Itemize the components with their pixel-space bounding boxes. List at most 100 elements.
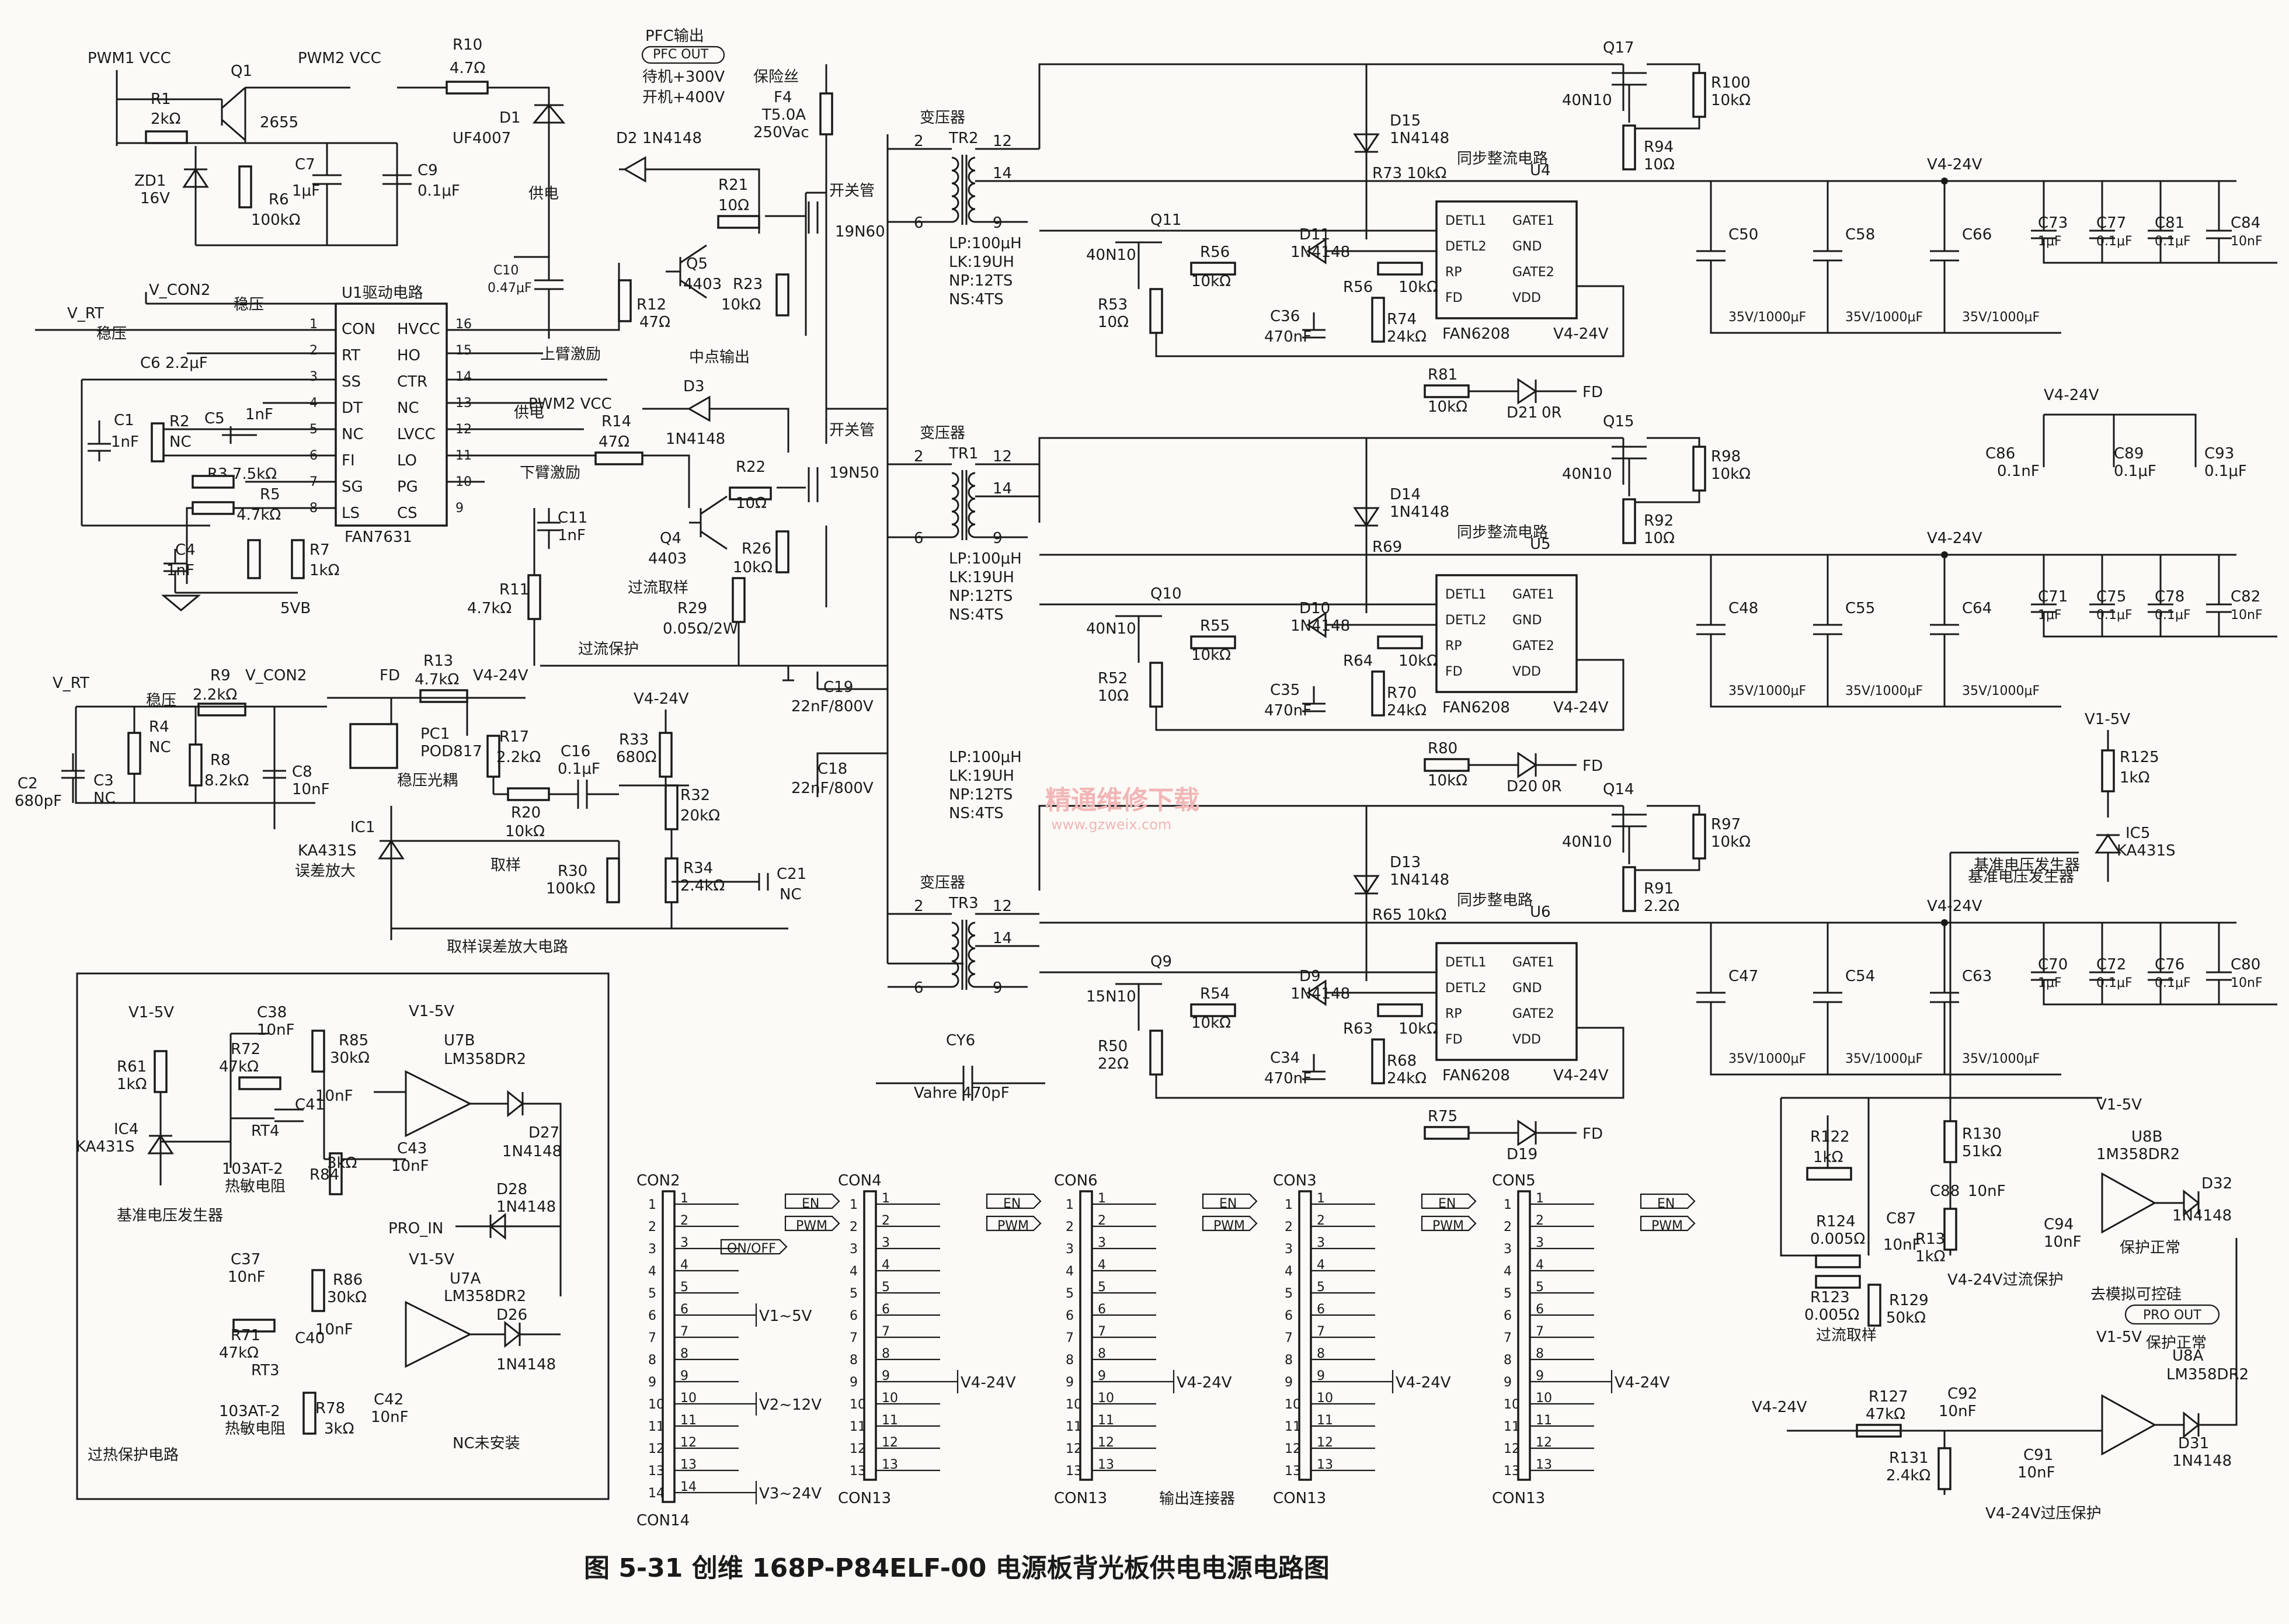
rail-label: V4-24V xyxy=(1927,530,1982,547)
c9-label: C9 xyxy=(418,162,438,179)
resistor-label: R94 xyxy=(1644,138,1674,156)
bulk-cap-value: 35V/1000μF xyxy=(1728,1052,1806,1066)
zd1-value: 16V xyxy=(140,190,170,207)
c87-label: C87 xyxy=(1886,1210,1916,1227)
connector-pin-num-inner: 9 xyxy=(680,1369,688,1383)
small-cap-value: 1μF xyxy=(2038,976,2062,990)
connector-pin-num-inner: 8 xyxy=(1098,1347,1106,1361)
pin12: 12 xyxy=(993,898,1012,915)
v-con2-label: V_CON2 xyxy=(149,281,210,299)
cap-label: C93 xyxy=(2204,445,2234,462)
r127-label: R127 xyxy=(1869,1388,1908,1406)
c94-label: C94 xyxy=(2044,1216,2074,1233)
pwm-tag: PWM xyxy=(997,1219,1029,1233)
connector-pin-num-inner: 14 xyxy=(680,1480,697,1494)
connector-pin-num: 9 xyxy=(1285,1375,1293,1390)
fd-label: FD xyxy=(1582,1125,1603,1143)
resistor-value: 10kΩ xyxy=(1711,833,1751,851)
cy6-value: Vahre 470pF xyxy=(914,1084,1010,1102)
r32-value: 20kΩ xyxy=(680,807,720,825)
pin2: 2 xyxy=(914,448,924,465)
c2-value: 680pF xyxy=(15,792,62,810)
d26-label: D26 xyxy=(496,1306,527,1324)
c10-value: 0.47μF xyxy=(488,281,532,295)
connector-foot: CON13 xyxy=(838,1490,891,1507)
thermistor-label: 热敏电阻 xyxy=(225,1178,286,1195)
d26-value: 1N4148 xyxy=(496,1356,556,1373)
diode-value: 1N4148 xyxy=(1390,130,1449,147)
pin14: 14 xyxy=(993,165,1012,182)
mosfet-label: Q17 xyxy=(1603,39,1634,57)
connector-id: CON4 xyxy=(838,1172,882,1190)
resistor-value: 10Ω xyxy=(1098,314,1129,331)
connector-pin-num-inner: 8 xyxy=(1536,1347,1544,1361)
ref-gen-label: 基准电压发生器 xyxy=(117,1207,223,1225)
sync-rect-title: 同步整电路 xyxy=(1457,892,1533,909)
d28-value: 1N4148 xyxy=(496,1198,556,1216)
resistor-label: R98 xyxy=(1711,448,1741,465)
connector-pin-num: 4 xyxy=(1285,1264,1293,1279)
small-cap-label: C73 xyxy=(2038,214,2068,232)
thermistor2-label: 热敏电阻 xyxy=(225,1420,286,1438)
c1-value: 1nF xyxy=(111,433,139,451)
u1-driver-ic: U1驱动电路 FAN7631 CON1RT2SS3DT4NC5FI6SG7LS8… xyxy=(35,284,472,617)
u1-pin-nc: NC xyxy=(397,399,419,417)
c3-label: C3 xyxy=(93,772,114,790)
en-tag: EN xyxy=(1657,1197,1675,1211)
stab1-label: 稳压 xyxy=(234,296,264,314)
connector-pin-num: 1 xyxy=(1066,1198,1074,1212)
fan6208-pin-right: VDD xyxy=(1512,665,1541,679)
r30-value: 100kΩ xyxy=(546,880,596,898)
c42-value: 10nF xyxy=(371,1409,409,1426)
connector-pin-num-inner: 10 xyxy=(1317,1391,1333,1406)
pin12: 12 xyxy=(993,133,1012,150)
connector-pin-num-inner: 7 xyxy=(680,1324,688,1339)
bulk-cap-label: C55 xyxy=(1845,600,1875,617)
bulk-cap-label: C48 xyxy=(1728,600,1758,617)
u8a-part: LM358DR2 xyxy=(2166,1366,2249,1383)
c91-label: C91 xyxy=(2023,1446,2053,1464)
diode-fb-label: D19 xyxy=(1507,1146,1537,1163)
sync-rect-title: 同步整流电路 xyxy=(1457,524,1548,541)
connector-pin-num-inner: 2 xyxy=(882,1213,890,1228)
fan6208-part: FAN6208 xyxy=(1442,1067,1510,1084)
diode2-label: D10 xyxy=(1299,600,1330,617)
connector-pin-num-inner: 3 xyxy=(1536,1236,1544,1250)
vdd-rail-label: V4-24V xyxy=(1553,699,1609,717)
c6-label: C6 2.2μF xyxy=(140,354,208,372)
fan6208-pin-right: GATE1 xyxy=(1512,214,1554,228)
resistor-value: 2.2Ω xyxy=(1644,898,1679,915)
connector-pin-num: 2 xyxy=(850,1220,858,1234)
c43-label: C43 xyxy=(397,1140,427,1157)
q5-part: 4403 xyxy=(683,276,722,293)
u1-pin-num: 8 xyxy=(309,501,318,516)
u1-pin-cs: CS xyxy=(397,505,418,522)
fan6208-pin-left: DETL2 xyxy=(1445,613,1487,628)
bulk-cap-value: 35V/1000μF xyxy=(1845,1052,1923,1066)
connector-pin-num: 12 xyxy=(850,1442,866,1456)
c43-value: 10nF xyxy=(391,1157,429,1175)
ic-id: U5 xyxy=(1530,535,1551,553)
cap-value: 470nF xyxy=(1264,702,1312,719)
r9-value: 2.2kΩ xyxy=(193,686,237,704)
transformer-id: TR2 xyxy=(948,130,979,147)
c4-label: C4 xyxy=(175,541,196,559)
d31-value: 1N4148 xyxy=(2172,1452,2232,1470)
u1-pin-num: 4 xyxy=(309,396,318,411)
r20-label: R20 xyxy=(511,804,541,822)
connector-pin-num-inner: 6 xyxy=(1317,1302,1325,1317)
connector-pin-num-inner: 12 xyxy=(1317,1435,1333,1450)
r122-label: R122 xyxy=(1810,1128,1850,1146)
connector-pin-num: 4 xyxy=(850,1264,858,1279)
connector-pin-num: 8 xyxy=(850,1353,858,1368)
mosfet-part: 40N10 xyxy=(1562,92,1612,109)
connector-pin-num: 8 xyxy=(1504,1353,1512,1368)
u1-pin-con: CON xyxy=(342,321,375,338)
nc-not-installed-label: NC未安装 xyxy=(453,1435,520,1452)
connector-pin-num: 8 xyxy=(1066,1353,1074,1368)
connector-pin-num-inner: 11 xyxy=(882,1413,898,1428)
connector-pin-num-inner: 9 xyxy=(1317,1369,1325,1383)
u1-pin-num: 5 xyxy=(309,422,318,437)
resistor-value: 24kΩ xyxy=(1387,328,1427,346)
